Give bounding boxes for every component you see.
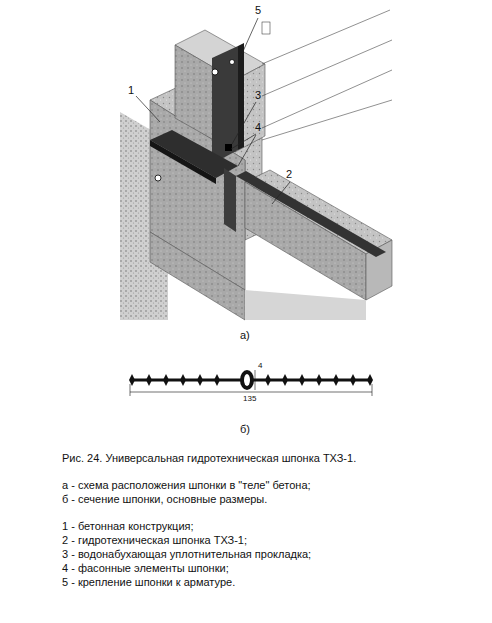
- callout-number: 4: [255, 121, 261, 134]
- concrete-structure: [120, 30, 392, 320]
- rib: [214, 374, 220, 386]
- rib: [350, 374, 356, 386]
- rib: [197, 374, 203, 386]
- callout-number: 2: [286, 168, 292, 181]
- waterstop-section: [129, 370, 373, 396]
- legend-line: 5 - крепление шпонки к арматуре.: [62, 576, 235, 589]
- legend-line: 3 - водонабухающая уплотнительная прокла…: [62, 548, 311, 561]
- rib: [282, 374, 288, 386]
- callout-number: 5: [255, 4, 261, 17]
- rib: [265, 374, 271, 386]
- rib: [299, 374, 305, 386]
- figure-caption: Рис. 24. Универсальная гидротехническая …: [62, 452, 356, 465]
- rib: [163, 374, 169, 386]
- subfigure-label: б): [240, 423, 250, 436]
- legend-line: 2 - гидротехническая шпонка ТХЗ-1;: [62, 534, 247, 547]
- callout-number: 1: [128, 84, 134, 97]
- rib: [316, 374, 322, 386]
- dimension: 4: [258, 361, 262, 371]
- rib: [180, 374, 186, 386]
- caption-note: б - сечение шпонки, основные размеры.: [62, 493, 267, 506]
- legend-line: 1 - бетонная конструкция;: [62, 520, 194, 533]
- waterstop: [150, 43, 386, 257]
- rib: [146, 374, 152, 386]
- caption-note: а - схема расположения шпонки в "теле" б…: [62, 479, 311, 492]
- dimension: 135: [243, 394, 256, 404]
- leader-lines: [136, 10, 392, 204]
- legend-line: 4 - фасонные элементы шпонки;: [62, 562, 229, 575]
- subfigure-label: а): [240, 329, 250, 342]
- callout-number: 3: [255, 89, 261, 102]
- rib: [333, 374, 339, 386]
